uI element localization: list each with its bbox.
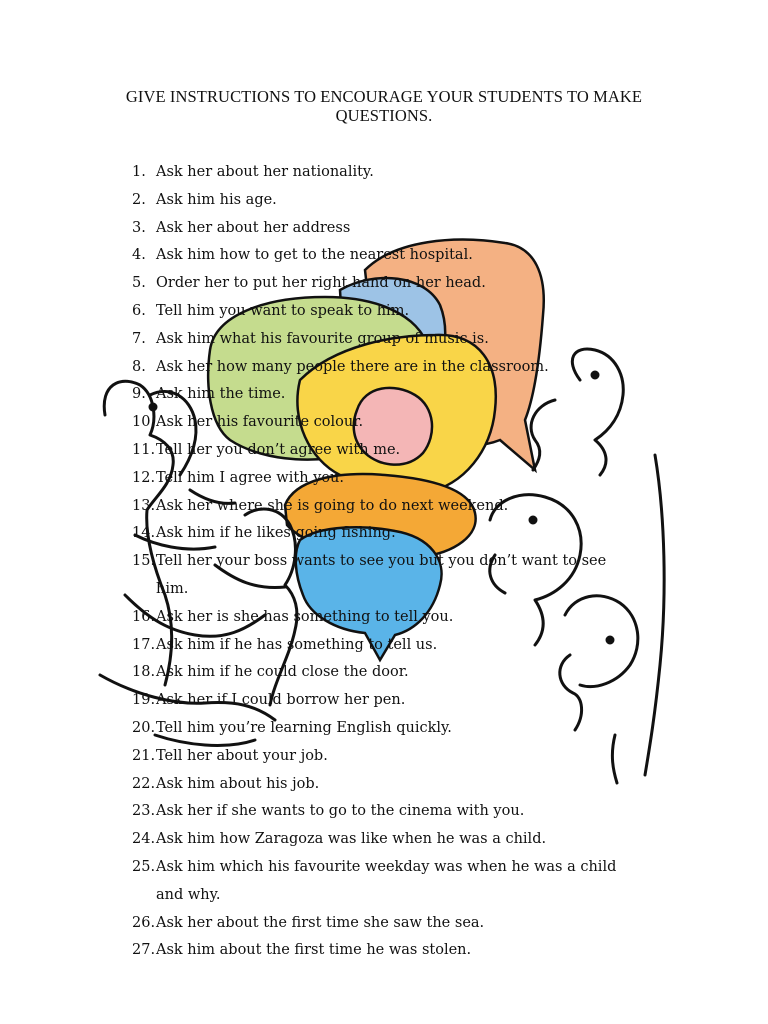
item-number: 23. [132, 803, 156, 820]
list-item: 12.Tell him I agree with you. [132, 465, 642, 493]
item-text: Tell her you don’t agree with me. [156, 441, 401, 458]
list-item: 18.Ask him if he could close the door. [132, 659, 642, 687]
list-item: 25.Ask him which his favourite weekday w… [132, 854, 642, 910]
item-text: Ask him if he likes going fishing. [156, 525, 396, 542]
item-number: 2. [132, 191, 146, 208]
list-item: 19.Ask her if I could borrow her pen. [132, 687, 642, 715]
item-number: 12. [132, 469, 156, 486]
item-number: 16. [132, 608, 156, 625]
list-item: 8. Ask her how many people there are in t… [132, 354, 642, 382]
item-number: 7. [132, 330, 146, 347]
item-text: Ask her if she wants to go to the cinema… [156, 803, 525, 820]
item-text: Ask her where she is going to do next we… [156, 497, 509, 514]
sky-blue-bubble [294, 526, 443, 663]
list-item: 22.Ask him about his job. [132, 771, 642, 799]
item-text: Ask him how to get to the nearest hospit… [156, 247, 473, 264]
item-number: 11. [132, 441, 156, 458]
item-text: Tell her your boss wants to see you but … [156, 553, 607, 597]
item-text: Ask him if he has something to tell us. [156, 636, 438, 653]
item-text: Ask her if I could borrow her pen. [156, 692, 406, 709]
list-item: 9. Ask him the time. [132, 381, 642, 409]
item-text: Ask her about her address [156, 219, 351, 236]
item-number: 22. [132, 775, 156, 792]
list-item: 20.Tell him you’re learning English quic… [132, 715, 642, 743]
item-number: 21. [132, 747, 156, 764]
item-text: Ask her his favourite colour. [156, 414, 364, 431]
item-number: 4. [132, 247, 146, 264]
list-item: 16.Ask her is she has something to tell … [132, 604, 642, 632]
list-item: 13.Ask her where she is going to do next… [132, 493, 642, 521]
list-item: 21.Tell her about your job. [132, 743, 642, 771]
list-item: 3. Ask her about her address [132, 215, 642, 243]
item-text: Ask him the time. [156, 386, 286, 403]
speech-bubbles-and-faces-illustration [98, 238, 666, 785]
list-item: 27.Ask him about the first time he was s… [132, 937, 642, 965]
item-text: Ask her how many people there are in the… [156, 358, 549, 375]
item-number: 10. [132, 414, 156, 431]
item-number: 1. [132, 164, 146, 180]
item-text: Ask him what his favourite group of musi… [156, 330, 489, 347]
item-number: 14. [132, 525, 156, 542]
item-number: 13. [132, 497, 156, 514]
item-number: 5. [132, 275, 146, 292]
item-number: 18. [132, 664, 156, 681]
sketched-faces [98, 347, 666, 785]
item-text: Order her to put her right hand on her h… [156, 275, 486, 292]
item-text: Ask her is she has something to tell you… [156, 608, 454, 625]
list-item: 1. Ask her about her nationality. [132, 159, 642, 187]
item-number: 27. [132, 942, 156, 959]
instruction-list: 1. Ask her about her nationality. 2. Ask h… [132, 159, 642, 965]
item-text: Ask him about the first time he was stol… [156, 942, 472, 959]
item-text: Ask her about the first time she saw the… [156, 914, 485, 931]
list-item: 7. Ask him what his favourite group of mu… [132, 326, 642, 354]
item-text: Ask him if he could close the door. [156, 664, 409, 681]
item-number: 20. [132, 719, 156, 736]
item-text: Ask him how Zaragoza was like when he wa… [156, 831, 547, 848]
item-number: 9. [132, 386, 146, 403]
list-item: 17.Ask him if he has something to tell u… [132, 632, 642, 660]
item-text: Ask him his age. [156, 191, 277, 208]
item-number: 15. [132, 553, 156, 570]
item-text: Tell him I agree with you. [156, 469, 345, 486]
item-number: 26. [132, 914, 156, 931]
item-text: Tell her about your job. [156, 747, 328, 764]
item-text: Tell him you want to speak to him. [156, 302, 410, 319]
list-item: 24.Ask him how Zaragoza was like when he… [132, 826, 642, 854]
item-text: Ask him about his job. [156, 775, 320, 792]
list-item: 2. Ask him his age. [132, 187, 642, 215]
item-number: 3. [132, 219, 146, 236]
list-item: 5. Order her to put her right hand on her… [132, 270, 642, 298]
list-item: 14.Ask him if he likes going fishing. [132, 520, 642, 548]
list-item: 26.Ask her about the first time she saw … [132, 910, 642, 938]
list-item: 23.Ask her if she wants to go to the cin… [132, 798, 642, 826]
page-title: GIVE INSTRUCTIONS TO ENCOURAGE YOUR STUD… [125, 87, 643, 125]
item-number: 6. [132, 302, 146, 319]
list-item: 4. Ask him how to get to the nearest hosp… [132, 242, 642, 270]
list-item: 15.Tell her your boss wants to see you b… [132, 548, 642, 604]
item-number: 25. [132, 858, 156, 875]
list-item: 11.Tell her you don’t agree with me. [132, 437, 642, 465]
item-text: Ask him which his favourite weekday was … [156, 858, 617, 903]
item-text: Ask her about her nationality. [156, 164, 374, 180]
item-number: 19. [132, 692, 156, 709]
item-number: 24. [132, 831, 156, 848]
list-item: 6. Tell him you want to speak to him. [132, 298, 642, 326]
item-number: 17. [132, 636, 156, 653]
pink-bubble [352, 386, 434, 466]
item-number: 8. [132, 358, 146, 375]
item-text: Tell him you’re learning English quickly… [156, 719, 452, 736]
list-item: 10.Ask her his favourite colour. [132, 409, 642, 437]
